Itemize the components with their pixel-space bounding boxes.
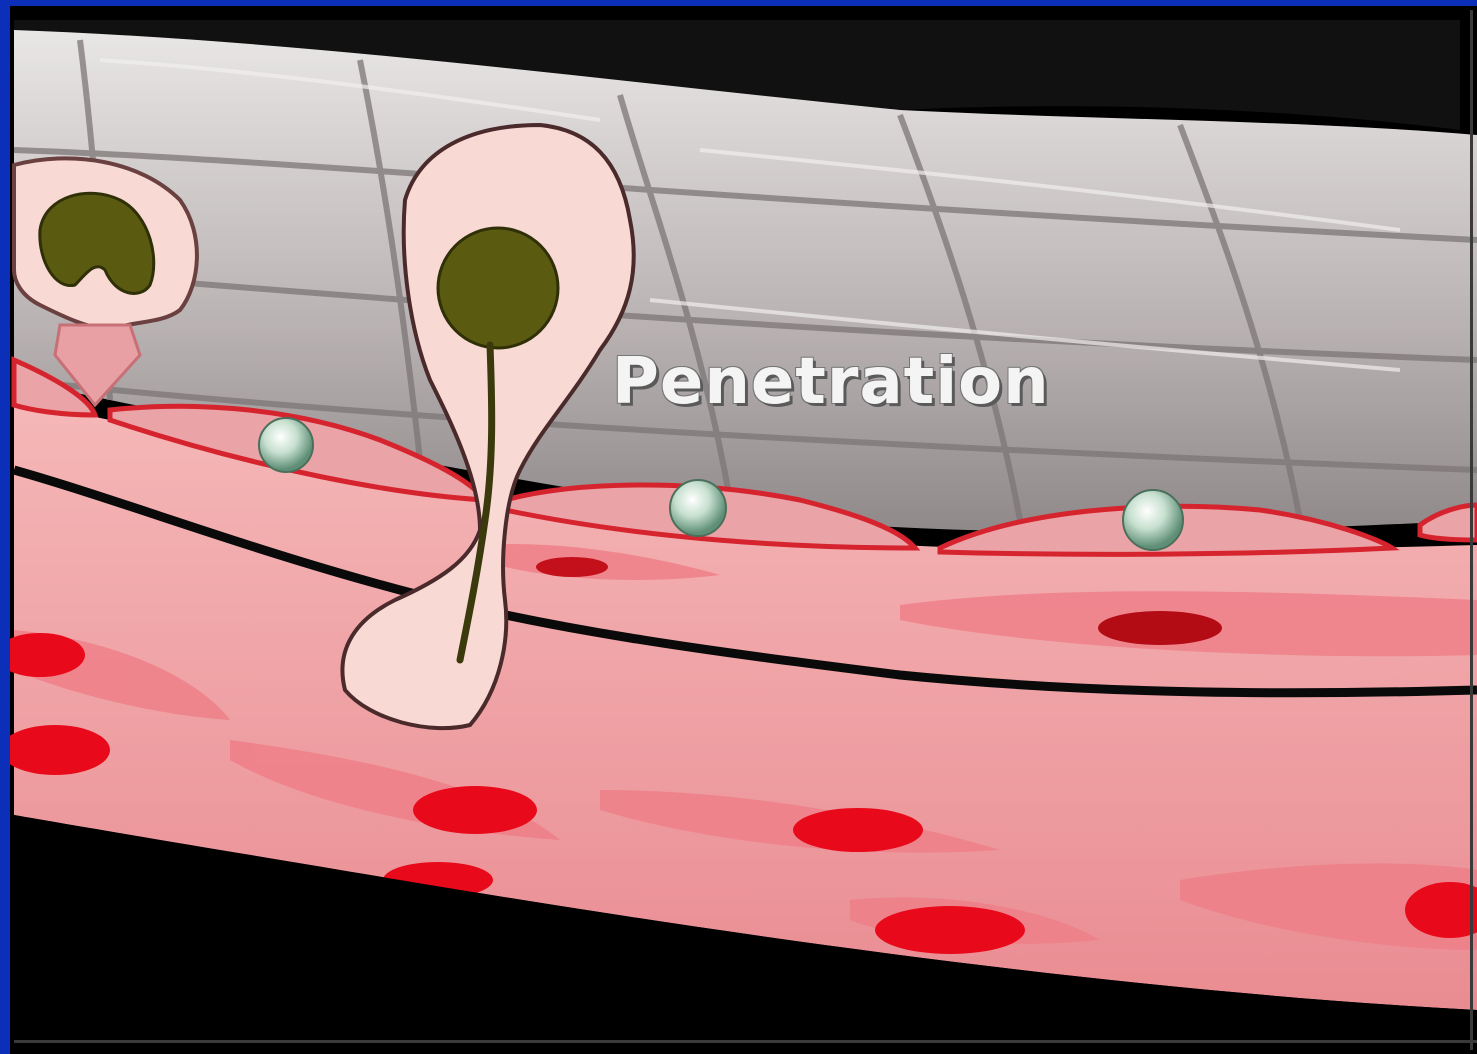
spore-center xyxy=(438,228,558,348)
penetration-label: Penetration xyxy=(612,350,1050,414)
frame-top-border xyxy=(0,0,1477,6)
bottom-border xyxy=(14,1040,1477,1043)
cell-nucleus-bead xyxy=(259,418,313,472)
right-border xyxy=(1470,10,1473,1050)
frame-left-border xyxy=(0,0,10,1054)
cell-nucleus-bead xyxy=(1123,490,1183,550)
cell-nucleus-bead xyxy=(670,480,726,536)
